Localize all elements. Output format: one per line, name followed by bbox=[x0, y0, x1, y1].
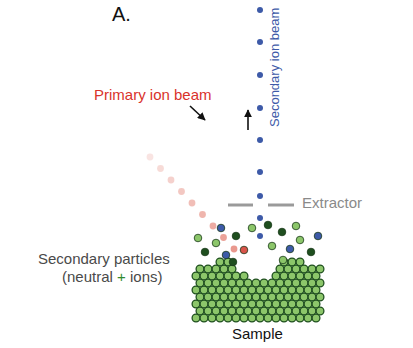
part-label: Sample bbox=[232, 325, 283, 342]
primary-ion bbox=[220, 234, 227, 241]
beam-label: Primary ion beam bbox=[94, 86, 212, 103]
secondary-particle bbox=[296, 236, 304, 244]
secondary-particle bbox=[286, 245, 294, 253]
sample-atom bbox=[240, 314, 248, 322]
sample-atom bbox=[296, 314, 304, 322]
secondary-ion bbox=[257, 39, 263, 45]
secondary-ion bbox=[257, 137, 263, 143]
secondary-particle bbox=[307, 248, 315, 256]
secondary-particle bbox=[264, 221, 272, 229]
sample-atom bbox=[280, 314, 288, 322]
secondary-ion bbox=[257, 72, 263, 78]
sample-lattice bbox=[192, 258, 324, 322]
sample-atom bbox=[224, 314, 232, 322]
secondary-particles bbox=[194, 221, 322, 266]
secondary-ion bbox=[257, 233, 263, 239]
secondary-particle bbox=[212, 239, 220, 247]
primary-ion bbox=[231, 246, 238, 253]
sample-atom bbox=[264, 314, 272, 322]
secondary-particle bbox=[194, 234, 202, 242]
secondary-ion bbox=[257, 215, 263, 221]
sample-atom bbox=[232, 314, 240, 322]
secondary-particle bbox=[292, 222, 300, 230]
primary-ion bbox=[199, 211, 206, 218]
secondary-ion bbox=[257, 193, 263, 199]
sample-atom bbox=[216, 314, 224, 322]
sample-atom bbox=[208, 314, 216, 322]
primary-ion bbox=[168, 177, 175, 184]
primary-ion bbox=[147, 154, 154, 161]
secondary-particle bbox=[201, 248, 209, 256]
secondary-particle bbox=[278, 228, 286, 236]
part-label: (neutral + ions) bbox=[62, 268, 162, 285]
sample-atom bbox=[272, 314, 280, 322]
primary-ion bbox=[210, 223, 217, 230]
part-label: Secondary particles bbox=[38, 250, 170, 267]
extractor-plate bbox=[228, 204, 253, 207]
sample-atom bbox=[288, 314, 296, 322]
direction-arrow bbox=[247, 110, 249, 130]
part-label: Extractor bbox=[302, 194, 362, 211]
secondary-particle bbox=[229, 258, 237, 266]
beam-label: Secondary ion beam bbox=[268, 8, 283, 127]
primary-ion bbox=[189, 200, 196, 207]
sample-atom bbox=[304, 314, 312, 322]
primary-ion bbox=[178, 188, 185, 195]
secondary-particle bbox=[248, 224, 256, 232]
sample-atom bbox=[200, 314, 208, 322]
sample-atom bbox=[192, 314, 200, 322]
primary-beam-dots bbox=[147, 154, 238, 253]
primary-ion bbox=[157, 165, 164, 172]
secondary-particle bbox=[314, 232, 322, 240]
secondary-particle bbox=[268, 242, 276, 250]
secondary-ion bbox=[257, 105, 263, 111]
sample-atom bbox=[312, 314, 320, 322]
secondary-ion bbox=[257, 169, 263, 175]
secondary-particle bbox=[222, 251, 230, 259]
sample-atom bbox=[256, 314, 264, 322]
direction-arrow bbox=[190, 106, 205, 120]
secondary-particle bbox=[279, 256, 287, 264]
extractor-plate bbox=[268, 204, 294, 207]
secondary-particle bbox=[240, 246, 248, 254]
panel-letter: A. bbox=[112, 3, 131, 26]
secondary-ion bbox=[257, 7, 263, 13]
secondary-beam-dots bbox=[257, 7, 263, 239]
secondary-particle bbox=[217, 224, 225, 232]
sample-atom bbox=[248, 314, 256, 322]
secondary-particle bbox=[232, 232, 240, 240]
